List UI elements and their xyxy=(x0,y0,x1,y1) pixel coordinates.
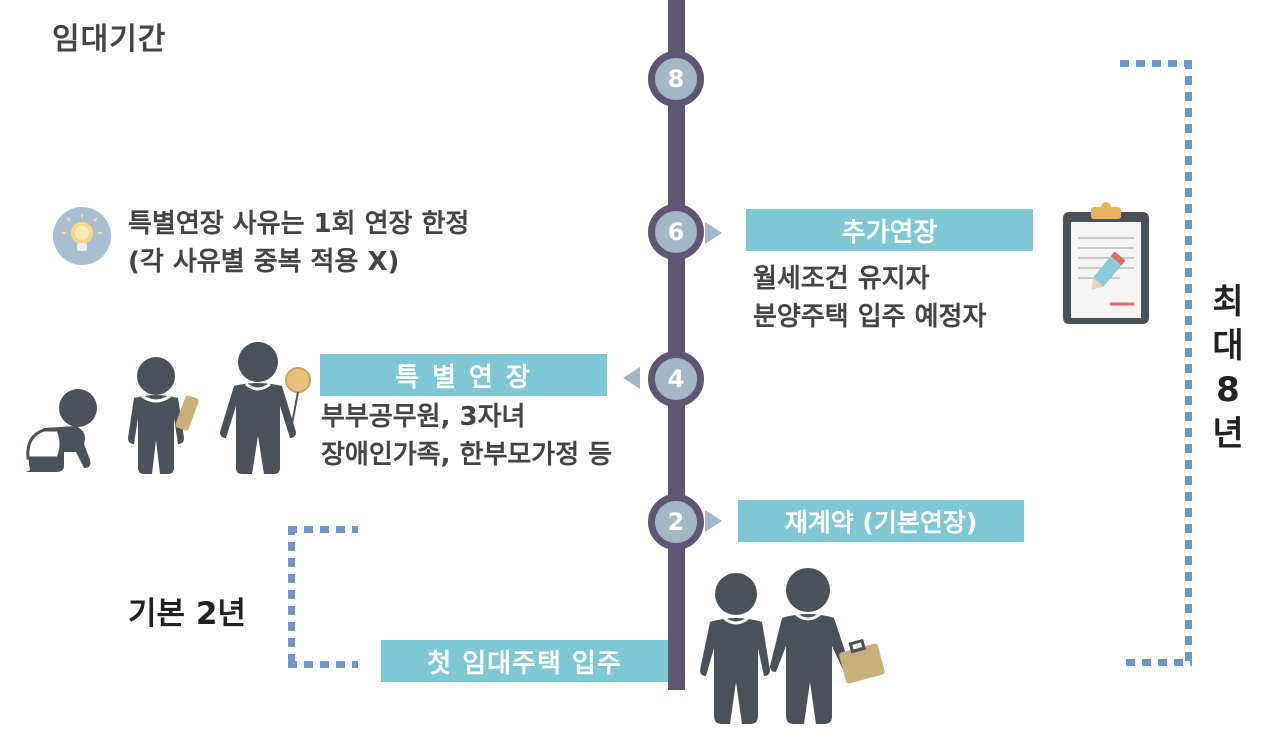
arrow-right-icon xyxy=(705,222,722,244)
adults-figures-icon xyxy=(690,566,890,726)
basic-bracket-side xyxy=(288,526,295,668)
extra-extension-banner: 추가연장 xyxy=(746,209,1033,251)
tip-line-2: (각 사유별 중복 적용 X) xyxy=(128,247,400,277)
basic-bracket-bottom xyxy=(288,661,358,668)
renewal-banner: 재계약 (기본연장) xyxy=(738,500,1024,542)
page-title: 임대기간 xyxy=(52,22,167,57)
arrow-left-icon xyxy=(623,367,640,389)
extra-extension-line-2: 분양주택 입주 예정자 xyxy=(753,302,987,332)
timeline-node-6: 6 xyxy=(648,204,704,260)
special-extension-line-1: 부부공무원, 3자녀 xyxy=(321,402,526,432)
arrow-right-icon xyxy=(705,510,722,532)
special-extension-banner: 특 별 연 장 xyxy=(320,354,607,396)
special-extension-text: 부부공무원, 3자녀 장애인가족, 한부모가정 등 xyxy=(321,398,612,474)
tip-line-1: 특별연장 사유는 1회 연장 한정 xyxy=(128,209,470,239)
extra-extension-text: 월세조건 유지자 분양주택 입주 예정자 xyxy=(753,260,986,336)
special-extension-line-2: 장애인가족, 한부모가정 등 xyxy=(321,440,613,470)
max-bracket-bottom xyxy=(1126,659,1192,666)
basic-term-label: 기본 2년 xyxy=(128,596,246,632)
clipboard-icon xyxy=(1060,200,1152,326)
basic-bracket-top xyxy=(288,526,358,533)
max-term-char: 대 xyxy=(1212,326,1244,366)
timeline-node-2: 2 xyxy=(648,494,704,550)
max-term-label: 최 대 8 년 xyxy=(1198,280,1258,456)
max-bracket-top xyxy=(1120,60,1192,67)
max-bracket-side xyxy=(1185,60,1192,666)
timeline-node-4: 4 xyxy=(648,351,704,407)
timeline-node-8: 8 xyxy=(648,51,704,107)
max-term-char: 8 xyxy=(1216,370,1240,410)
family-figures-icon xyxy=(14,340,314,480)
max-term-char: 최 xyxy=(1212,282,1244,322)
first-move-in-banner: 첫 임대주택 입주 xyxy=(381,640,668,682)
lightbulb-icon xyxy=(52,206,112,266)
max-term-char: 년 xyxy=(1212,414,1244,454)
tip-text: 특별연장 사유는 1회 연장 한정 (각 사유별 중복 적용 X) xyxy=(128,205,469,281)
extra-extension-line-1: 월세조건 유지자 xyxy=(753,264,930,294)
